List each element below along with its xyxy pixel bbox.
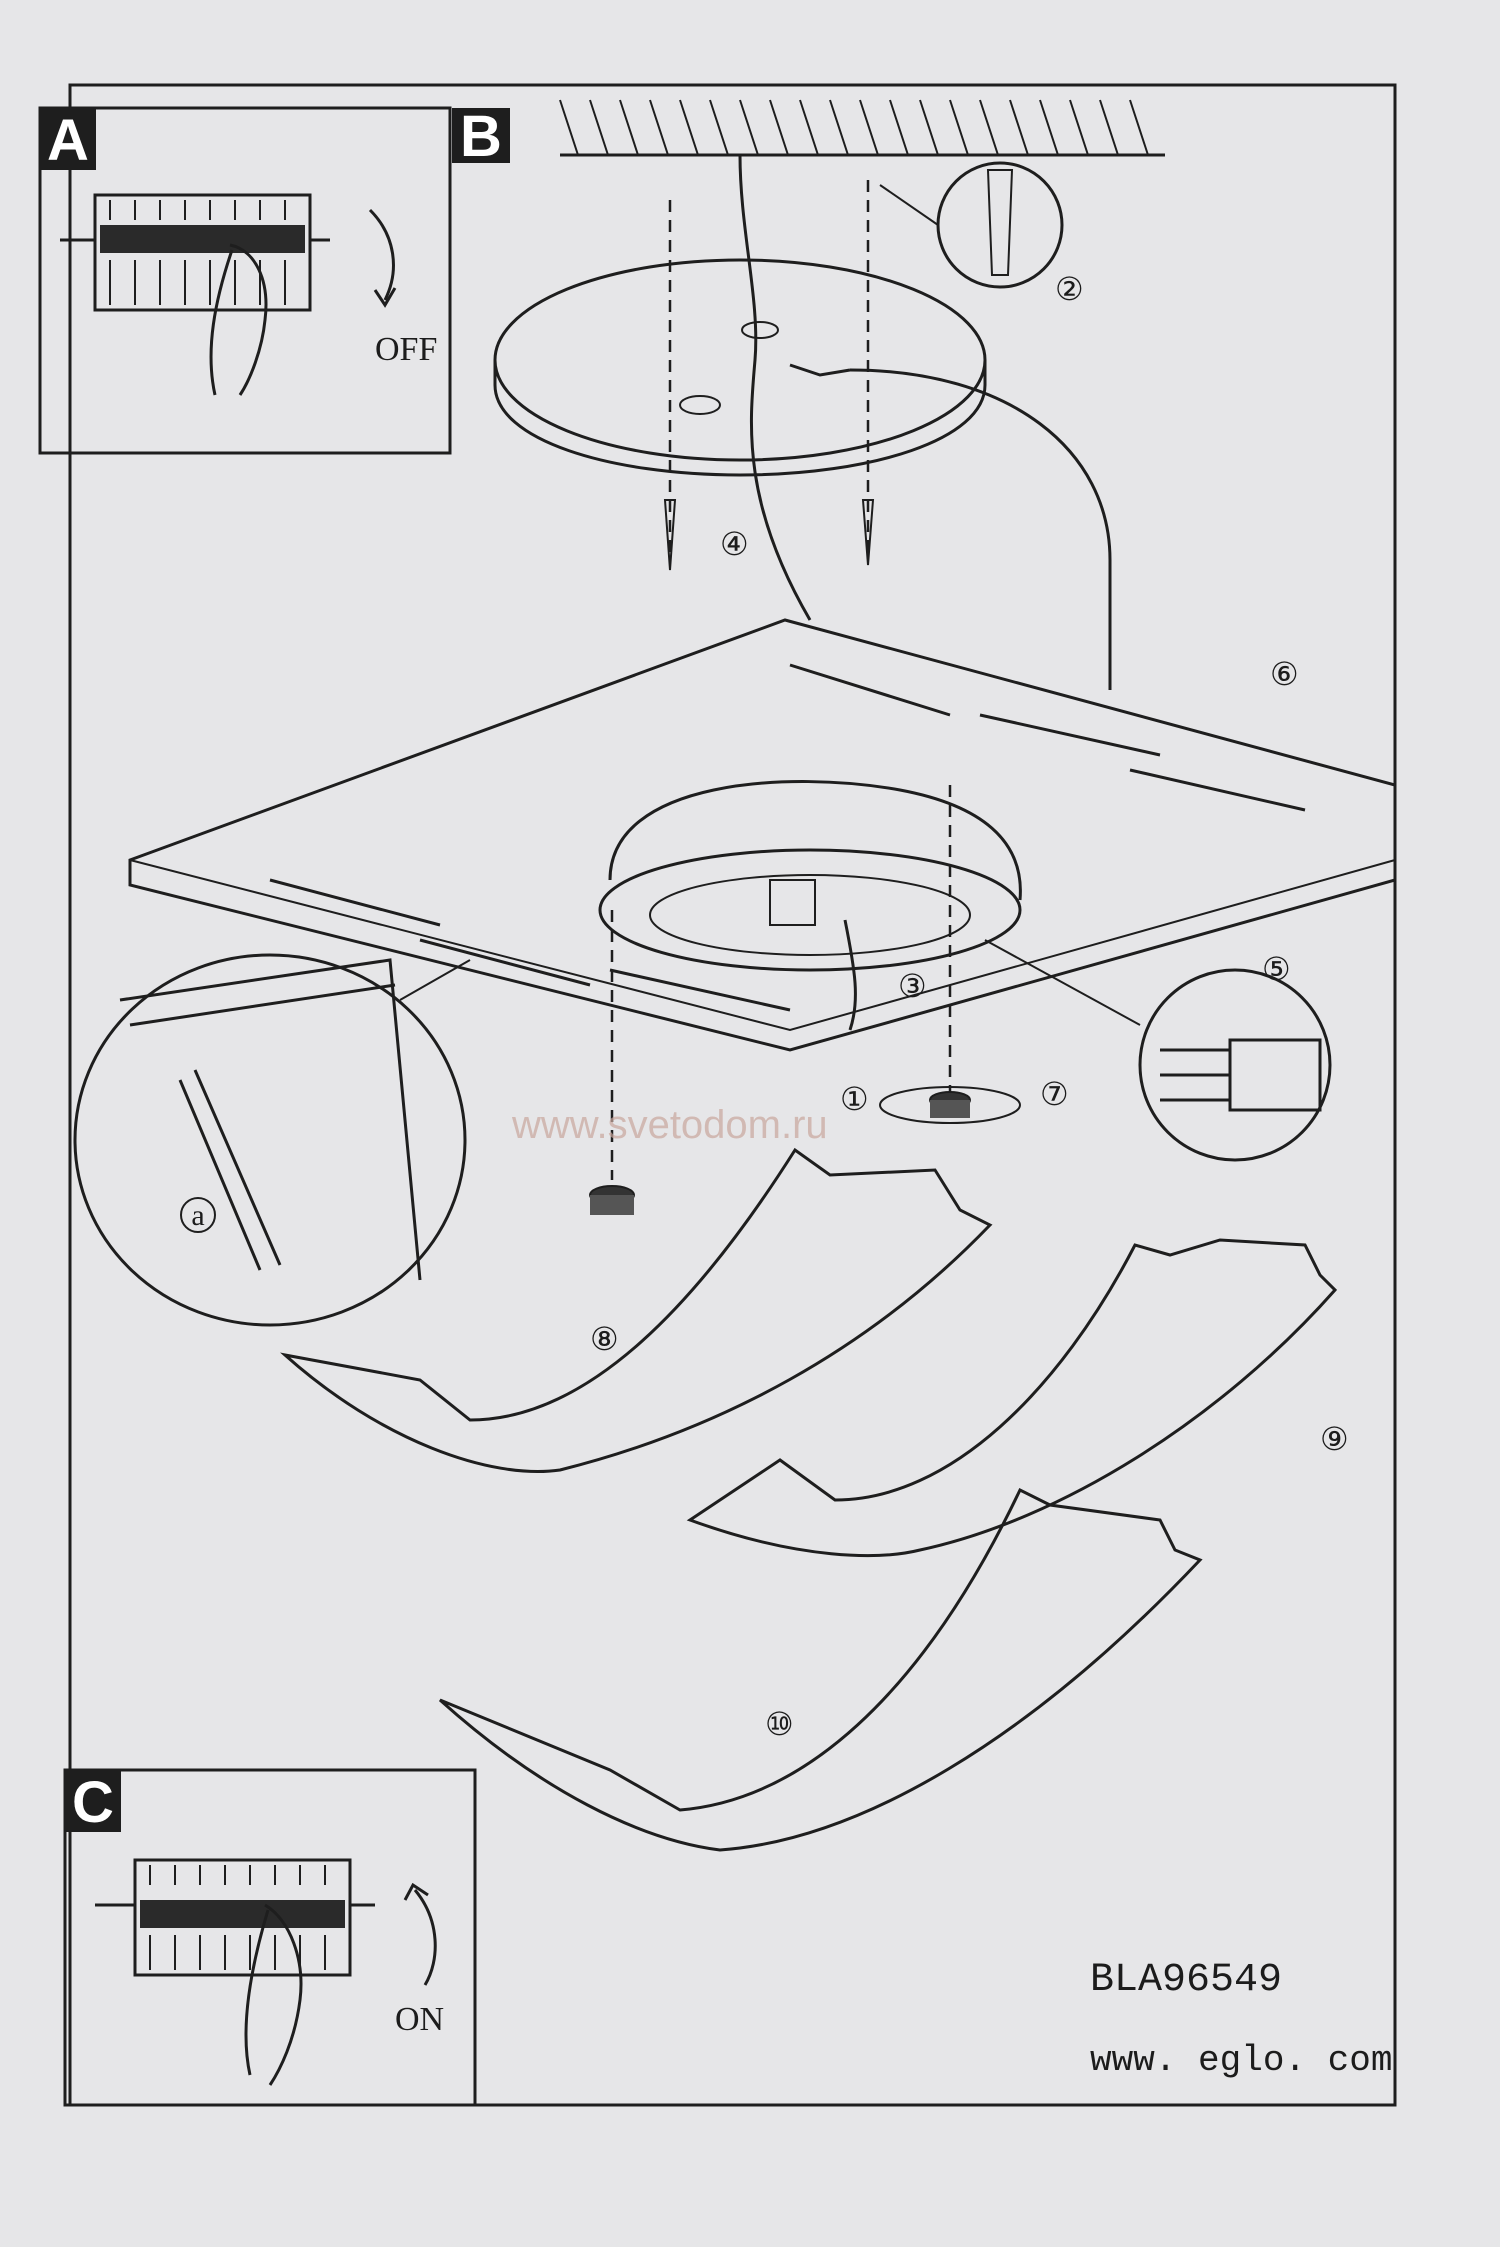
rotate-up-arrow-icon [413,1889,437,1986]
model-number: BLA96549 [1090,1958,1282,2003]
mounting-plate [493,258,987,477]
panel-c-letter: C [72,1770,114,1835]
circuit-breaker-off [60,193,330,312]
step-4: ④ [720,526,749,562]
socket-dome [598,780,1022,1031]
step-3: ③ [898,968,927,1004]
step-7: ⑦ [1040,1076,1069,1112]
step-9: ⑨ [1320,1421,1349,1457]
watermark: www.svetodom.ru [511,1103,828,1147]
outer-frame [68,83,1397,2107]
terminal-detail [984,939,1332,1162]
ceiling-panel [128,618,1397,1052]
wall-anchor-icon [879,161,1064,289]
panel-a-letter: A [47,108,89,173]
on-label: ON [395,2001,444,2038]
panel-c: C ON [63,1768,477,2107]
panel-a-frame [38,106,452,455]
knob-left [589,910,635,1215]
hand-icon [209,243,268,396]
website: www. eglo. com [1090,2040,1392,2081]
shade-10 [438,1487,1203,1852]
knob-center [879,785,1021,1124]
ceiling-screw-left [663,200,677,571]
shade-9 [686,1238,1338,1558]
circuit-breaker-on [95,1858,375,1977]
step-1: ① [840,1081,869,1117]
panel-b-letter-box [452,108,510,163]
step-5: ⑤ [1262,951,1291,987]
ceiling [559,99,1165,157]
step-6: ⑥ [1270,656,1299,692]
panel-c-letter-box [65,1770,121,1832]
panel-b-letter: B [460,104,502,169]
rotate-down-arrow-icon [368,208,395,301]
ceiling-screw-right [861,180,875,566]
step-8: ⑧ [590,1321,619,1357]
shade-8 [280,1147,993,1473]
panel-a-letter-box [40,108,96,170]
step-2: ② [1055,271,1084,307]
step-10: ⑩ [765,1706,794,1742]
hand-icon-c [244,1903,303,2086]
step-markers: ① ② ③ ④ ⑤ ⑥ ⑦ ⑧ ⑨ ⑩ [590,271,1349,1742]
panel-a: A OFF [38,106,452,455]
edge-detail: a [73,953,471,1327]
supply-cable [738,154,812,621]
detail-label-a: a [191,1199,204,1232]
earth-wire [849,368,1112,690]
off-label: OFF [375,331,437,368]
panel-c-frame [63,1768,477,2107]
